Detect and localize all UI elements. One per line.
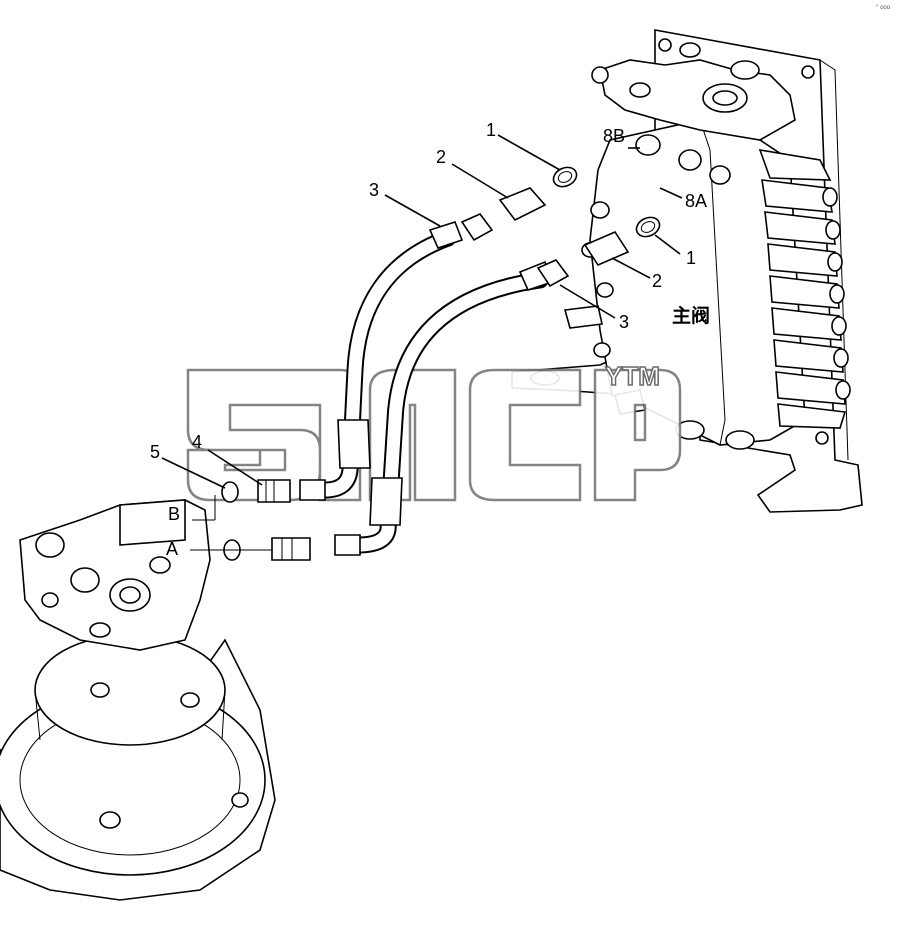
port-label-a: A	[166, 539, 178, 559]
callout-4: 4	[192, 432, 202, 452]
port-label-8b: 8B	[603, 126, 625, 146]
adapter-4-lower	[271, 537, 311, 561]
port-label-b: B	[168, 504, 180, 524]
leader-lines	[161, 134, 683, 551]
adapter-lower	[583, 230, 630, 267]
watermark: YTM	[186, 360, 682, 502]
callout-1-right: 1	[686, 248, 696, 268]
swing-motor	[0, 499, 276, 901]
callout-5: 5	[150, 442, 160, 462]
hose-upper	[316, 221, 464, 499]
o-ring-5-upper	[221, 481, 239, 503]
watermark-trademark: YTM	[605, 361, 660, 391]
callout-1-top: 1	[486, 120, 496, 140]
callout-3-top: 3	[369, 180, 379, 200]
spool-sections	[758, 148, 851, 429]
hose-nut-lower	[536, 259, 570, 288]
port-label-8a: 8A	[685, 191, 707, 211]
hose-nut-upper	[460, 213, 494, 242]
adapter-upper	[498, 187, 547, 222]
callout-2-top: 2	[436, 147, 446, 167]
callout-3-right: 3	[619, 312, 629, 332]
o-ring-upper	[552, 166, 578, 188]
elbow-upper	[299, 479, 326, 501]
main-valve-label: 主阀	[672, 304, 710, 327]
elbow-lower	[334, 534, 361, 556]
callout-2-right: 2	[652, 271, 662, 291]
corner-mark: ° ooo	[876, 5, 891, 11]
hose-lower	[349, 260, 554, 554]
o-ring-lower	[635, 216, 661, 238]
